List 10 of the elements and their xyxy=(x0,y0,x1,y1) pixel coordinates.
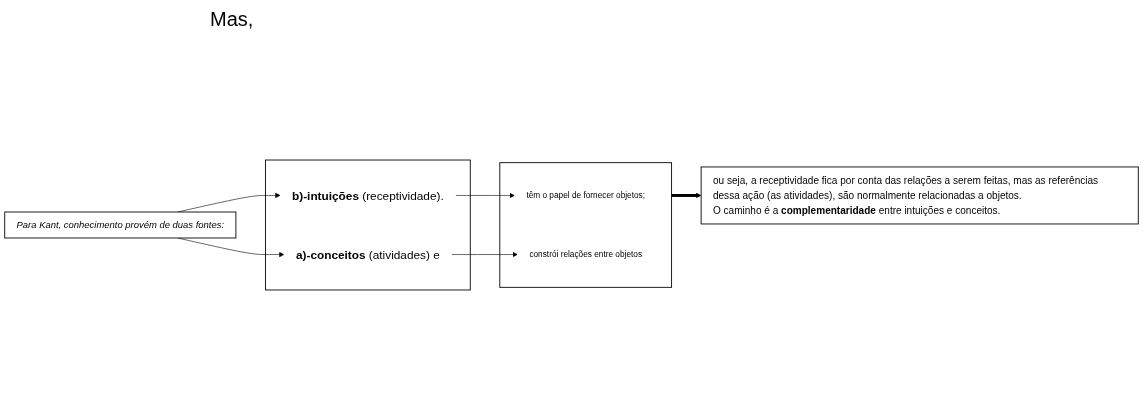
cluster xyxy=(499,162,673,288)
node-text: b)-intuições (receptividade). xyxy=(292,188,444,202)
node-box: ou seja, a receptividade fica por conta das relações a serem feitas, mas as referências dessa ação (as atividades), são normalmente relacionadas a objetos. O caminho é a complementaridade entre intuições e conceitos. xyxy=(700,166,1139,225)
node-text: têm o papel de fornecer objetos; xyxy=(526,190,646,200)
arrow xyxy=(671,192,702,199)
node-text: a)-conceitos (atividades) e xyxy=(295,248,440,262)
node-box: Para Kant, conhecimento provém de duas fontes: xyxy=(4,211,237,239)
note-text: Mas, xyxy=(210,8,254,30)
node-text: constrói relações entre objetos xyxy=(529,249,643,259)
cluster xyxy=(265,159,471,291)
